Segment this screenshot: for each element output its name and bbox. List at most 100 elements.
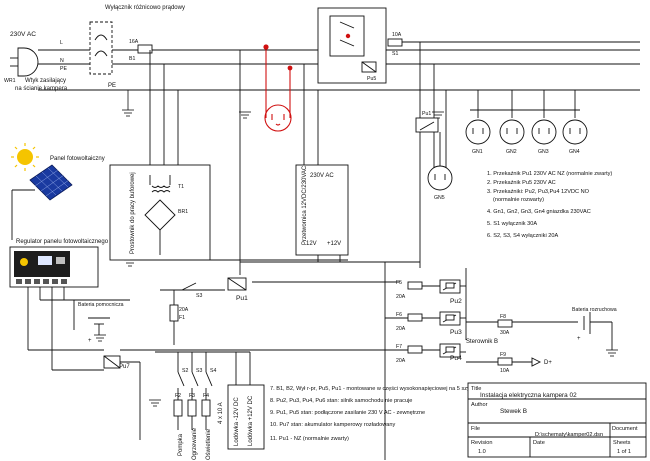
tb-revision-label: Revision xyxy=(471,440,492,446)
steerer-label: Sterownik B xyxy=(466,339,498,345)
gn1-label: GN1 xyxy=(472,149,483,155)
tb-sheets-value: 1 of 1 xyxy=(617,449,631,455)
fuse-f7-label: F7 xyxy=(396,344,402,350)
pu5-fuse-rating: 10A xyxy=(392,32,402,38)
fridge: Lodówka -12V DC Lodówka +12V DC xyxy=(227,352,265,450)
right-fuses: F5 20A F6 20A F7 20A xyxy=(384,262,440,460)
mains-label: 230V AC xyxy=(10,31,36,38)
fuse-f9 xyxy=(497,357,513,366)
charger: Prostownik do pracy buforowej T1 BR1 xyxy=(109,164,211,261)
pe-label-plug: PE xyxy=(60,66,67,72)
pu4-label: Pu4 xyxy=(450,355,462,362)
tb-date-label: Date xyxy=(533,440,545,446)
diode-d-plus xyxy=(531,357,542,367)
pu1-contact-label: Pu1 xyxy=(422,111,431,117)
fuse-f9-rating: 10A xyxy=(500,368,510,374)
note-7: 7. B1, B2, Wył r-pr, Pu5, Pu1 - montowan… xyxy=(270,386,477,392)
rcd-label: Wyłącznik różnicowo prądowy xyxy=(105,5,185,11)
wr1-label: WR1 xyxy=(4,78,16,84)
tb-author-label: Author xyxy=(471,402,488,408)
plug-label-2: na ścianie kampera xyxy=(15,86,68,92)
inverter-plus12v-label: +12V xyxy=(327,241,341,247)
inverter: 230V AC Przetwornica 12VDC/230VAC 12V +1… xyxy=(295,164,349,262)
fuse-b1 xyxy=(137,44,153,54)
legend-item-4: 4. Gn1, Gn2, Gn3, Gn4 gniazdka 230VAC xyxy=(487,209,591,215)
load-pump-label: Pompka xyxy=(178,433,184,456)
fuse-f8-rating: 30A xyxy=(500,330,510,336)
note-8: 8. Pu2, Pu3, Pu4, Pu6 stan: silnik samoc… xyxy=(270,398,412,404)
s3-label: S3 xyxy=(196,368,202,374)
plug-symbol xyxy=(17,47,39,77)
fuse-f7-rating: 20A xyxy=(396,358,406,364)
title-block: Title Instalacja elektryczna kampera 02 … xyxy=(467,382,647,458)
line-label: L xyxy=(60,40,63,46)
fuse-f1-rating: 20A xyxy=(179,307,189,313)
tb-title-label: Title xyxy=(471,386,481,392)
load-switches: S2 F2 Pompka S3 F3 Ogrzewanie S4 F4 Oświ… xyxy=(155,351,250,460)
pu5-fuse xyxy=(387,38,403,47)
pu7-label: Pu7 xyxy=(119,364,130,370)
battery-aux-label: Bateria pomocnicza xyxy=(78,302,124,308)
fuse-f7 xyxy=(407,345,423,354)
tb-file-value: D:\schematy\kamper02.dsn xyxy=(535,432,603,438)
fuse-f1-body xyxy=(169,304,179,322)
b1-label: B1 xyxy=(129,56,135,62)
fuse-f1-label: F1 xyxy=(179,315,185,321)
t1-label: T1 xyxy=(178,184,184,190)
socket-gn2: GN2 xyxy=(499,90,525,155)
inverter-ac-label: 230V AC xyxy=(310,173,334,179)
socket-gn1: GN1 xyxy=(465,90,491,155)
f2-label: F2 xyxy=(175,393,181,399)
relay-pu3: Pu3 xyxy=(439,311,466,336)
switch-s3-load: S3 F3 Ogrzewanie xyxy=(187,352,202,460)
s3-label-mid: S3 xyxy=(196,293,202,299)
legend-item-3b: (normalnie rozwarty) xyxy=(493,197,544,203)
battery-main: Bateria rozruchowa + xyxy=(572,307,617,350)
ground-4 xyxy=(124,259,136,267)
fuse-f8-f9: F8 30A F9 10A D+ xyxy=(466,314,578,374)
inverter-label: Przetwornica 12VDC/230VAC xyxy=(302,165,308,245)
socket-gn1-symbol xyxy=(465,119,491,145)
notes: 7. B1, B2, Wył r-pr, Pu5, Pu1 - montowan… xyxy=(270,386,477,442)
pu2-coil xyxy=(445,282,455,289)
relay-pu4: Pu4 Sterownik B xyxy=(439,339,498,362)
socket-gn5: GN5 xyxy=(427,132,453,201)
br1-label: BR1 xyxy=(178,209,188,215)
neutral-label: N xyxy=(60,58,64,64)
pv-module xyxy=(29,164,73,201)
f4-label: F4 xyxy=(203,393,209,399)
pu1-contact-box xyxy=(415,117,439,133)
note-10: 10. Pu7 stan: akumulator kamperowy rozła… xyxy=(270,422,396,428)
regulator-terminals xyxy=(16,279,67,284)
fuse-f2 xyxy=(173,399,183,417)
title-block-frame xyxy=(467,382,647,458)
relay-pu5: Pu5 10A S1 xyxy=(317,7,640,84)
fuse-f8 xyxy=(497,319,513,328)
regulator-battery-icon xyxy=(56,257,65,264)
relay-pu1-contacts: Pu1 xyxy=(415,111,439,133)
pu2-label: Pu2 xyxy=(450,298,462,305)
load-heater-label: Ogrzewanie xyxy=(192,427,198,460)
pu1-label: Pu1 xyxy=(236,295,248,302)
fuse-f5 xyxy=(407,281,423,290)
regulator-label: Regulator panelu fotowoltaicznego xyxy=(16,239,109,245)
fuse-f3 xyxy=(187,399,197,417)
s4-label: S4 xyxy=(210,368,216,374)
legend-item-6: 6. S2, S3, S4 wyłączniki 20A xyxy=(487,233,558,239)
tb-title-value: Instalacja elektryczna kampera 02 xyxy=(480,392,577,399)
note-11: 11. Pu1 - NZ (normalnie zwarty) xyxy=(270,436,349,442)
fridge-box xyxy=(227,384,265,450)
socket-gn3-symbol xyxy=(531,119,557,145)
s1-label: S1 xyxy=(392,51,398,57)
legend-item-1: 1. Przekaźnik Pu1 230V AC NZ (normalnie … xyxy=(487,171,612,177)
ground-7 xyxy=(149,399,161,407)
fuse-f1: 20A F1 xyxy=(169,290,189,345)
battery-main-label: Bateria rozruchowa xyxy=(572,307,617,313)
socket-gn4-symbol xyxy=(562,119,588,145)
socket-gn2-symbol xyxy=(499,119,525,145)
solar-regulator: Regulator panelu fotowoltaicznego xyxy=(9,239,109,370)
fuse-f5-rating: 20A xyxy=(396,294,406,300)
note-9: 9. Pu1, Pu5 stan: podłączone zasilanie 2… xyxy=(270,410,425,416)
charger-label: Prostownik do pracy buforowej xyxy=(130,172,136,254)
rcd-box xyxy=(89,21,113,75)
